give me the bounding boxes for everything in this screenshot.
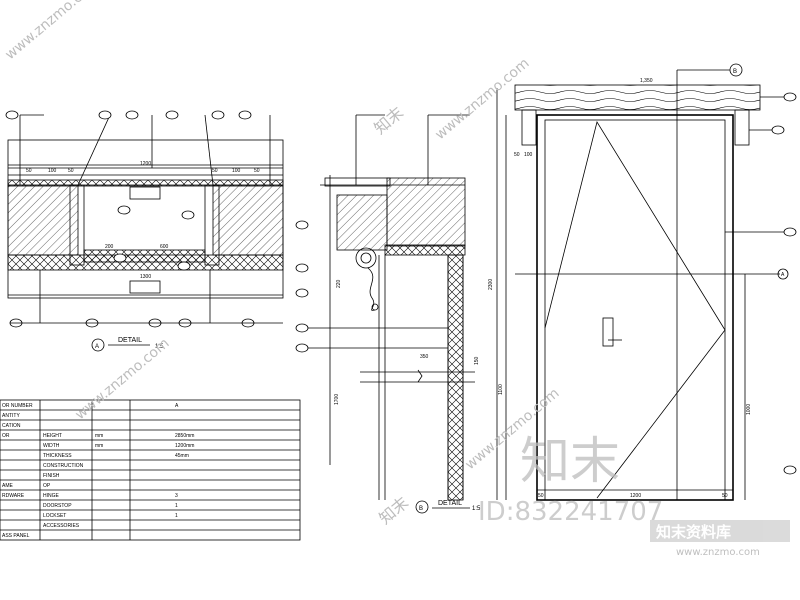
- section-detail-scale: 1:5: [472, 506, 481, 512]
- elevation-width-dim: 1200: [630, 493, 641, 499]
- schedule-cell-value: A: [175, 403, 179, 409]
- watermark-brand-2: 知末: [375, 493, 412, 528]
- plan-dim-7: 50: [254, 168, 260, 174]
- plan-bottom-dim: 1300: [140, 274, 151, 280]
- section-detail: 220 350 1700 150 B DETAIL 1:5: [295, 114, 481, 514]
- door-elevation: B 1,350 50 100 2300 1100 1200 50 50 1000…: [488, 63, 797, 501]
- schedule-cell-value: 2850mm: [175, 433, 194, 439]
- elevation-right-dim: 1000: [746, 404, 752, 415]
- elevation-circle-ref: B: [733, 69, 737, 75]
- section-dim-3: 1700: [334, 394, 340, 405]
- section-dim-2: 350: [420, 354, 429, 360]
- schedule-cell-sub: HINGE: [43, 493, 60, 499]
- elevation-top-left-dim-1: 50: [514, 152, 520, 158]
- schedule-cell-sub: WIDTH: [43, 443, 60, 449]
- plan-inner-dim-2: 600: [160, 244, 169, 250]
- elevation-sub-height-dim: 1100: [498, 384, 504, 395]
- plan-dim-1: 50: [26, 168, 32, 174]
- plan-dim-6: 100: [232, 168, 241, 174]
- watermark-logo-url: www.znzmo.com: [676, 547, 760, 558]
- watermark-logo-text: 知末资料库: [656, 523, 731, 541]
- schedule-cell-subcode: mm: [95, 433, 103, 439]
- watermark-id: ID:832241707: [478, 497, 663, 527]
- section-dim-1: 220: [336, 279, 342, 288]
- schedule-cell-subcode: mm: [95, 443, 103, 449]
- elevation-height-dim: 2300: [488, 279, 494, 290]
- schedule-cell-value: 45mm: [175, 453, 189, 459]
- section-detail-title: DETAIL: [438, 500, 462, 507]
- watermark-site-1: www.znzmo.com: [2, 0, 102, 63]
- plan-callouts: [5, 110, 283, 328]
- section-circle-ref: B: [419, 506, 423, 512]
- schedule-cell-sub: CONSTRUCTION: [43, 463, 84, 469]
- schedule-cell-sub: THICKNESS: [43, 453, 72, 459]
- elevation-top-left-dim-2: 100: [524, 152, 533, 158]
- schedule-cell-label: OR NUMBER: [2, 403, 33, 409]
- plan-dim-4: 1200: [140, 161, 151, 167]
- plan-detail-scale: 1:5: [155, 344, 164, 350]
- schedule-cell-label: CATION: [2, 423, 21, 429]
- plan-dim-3: 50: [68, 168, 74, 174]
- plan-inner-dim-1: 200: [105, 244, 114, 250]
- schedule-cell-value: 1: [175, 503, 178, 509]
- watermark-brand-large: 知末: [520, 432, 620, 490]
- schedule-cell-label: RDWARE: [2, 493, 25, 499]
- section-dim-4: 150: [474, 356, 480, 365]
- schedule-cell-sub: OP: [43, 483, 51, 489]
- elevation-top-dim: 1,350: [640, 78, 653, 84]
- schedule-cell-sub: ACCESSORIES: [43, 523, 80, 529]
- schedule-cell-value: 1: [175, 513, 178, 519]
- schedule-cell-label: AME: [2, 483, 14, 489]
- schedule-cell-label: ASS PANEL: [2, 533, 30, 539]
- elevation-right-label: A: [781, 272, 785, 278]
- schedule-cell-label: ANTITY: [2, 413, 20, 419]
- watermark-layer: www.znzmo.com www.znzmo.com www.znzmo.co…: [2, 0, 790, 558]
- watermark-logo: 知末资料库 www.znzmo.com: [650, 520, 790, 558]
- schedule-cell-label: OR: [2, 433, 10, 439]
- schedule-cell-sub: HEIGHT: [43, 433, 62, 439]
- plan-dim-2: 100: [48, 168, 57, 174]
- elevation-bottom-left-dim-1: 50: [538, 493, 544, 499]
- elevation-bottom-left-dim-2: 50: [722, 493, 728, 499]
- plan-circle-ref: A: [95, 344, 99, 350]
- plan-dim-5: 50: [212, 168, 218, 174]
- schedule-cell-sub: LOCKSET: [43, 513, 66, 519]
- watermark-brand-1: 知末: [370, 103, 407, 138]
- schedule-cell-value: 1200mm: [175, 443, 194, 449]
- schedule-cell-sub: FINISH: [43, 473, 60, 479]
- schedule-cell-sub: DOORSTOP: [43, 503, 72, 509]
- door-schedule-table: OR NUMBER A ANTITY CATION OR HEIGHT mm 2850mmWI…: [0, 399, 301, 541]
- schedule-cell-value: 3: [175, 493, 178, 499]
- plan-detail-title: DETAIL: [118, 337, 142, 344]
- plan-detail: 50 100 50 1200 50 100 50 200 600 1300: [5, 110, 284, 352]
